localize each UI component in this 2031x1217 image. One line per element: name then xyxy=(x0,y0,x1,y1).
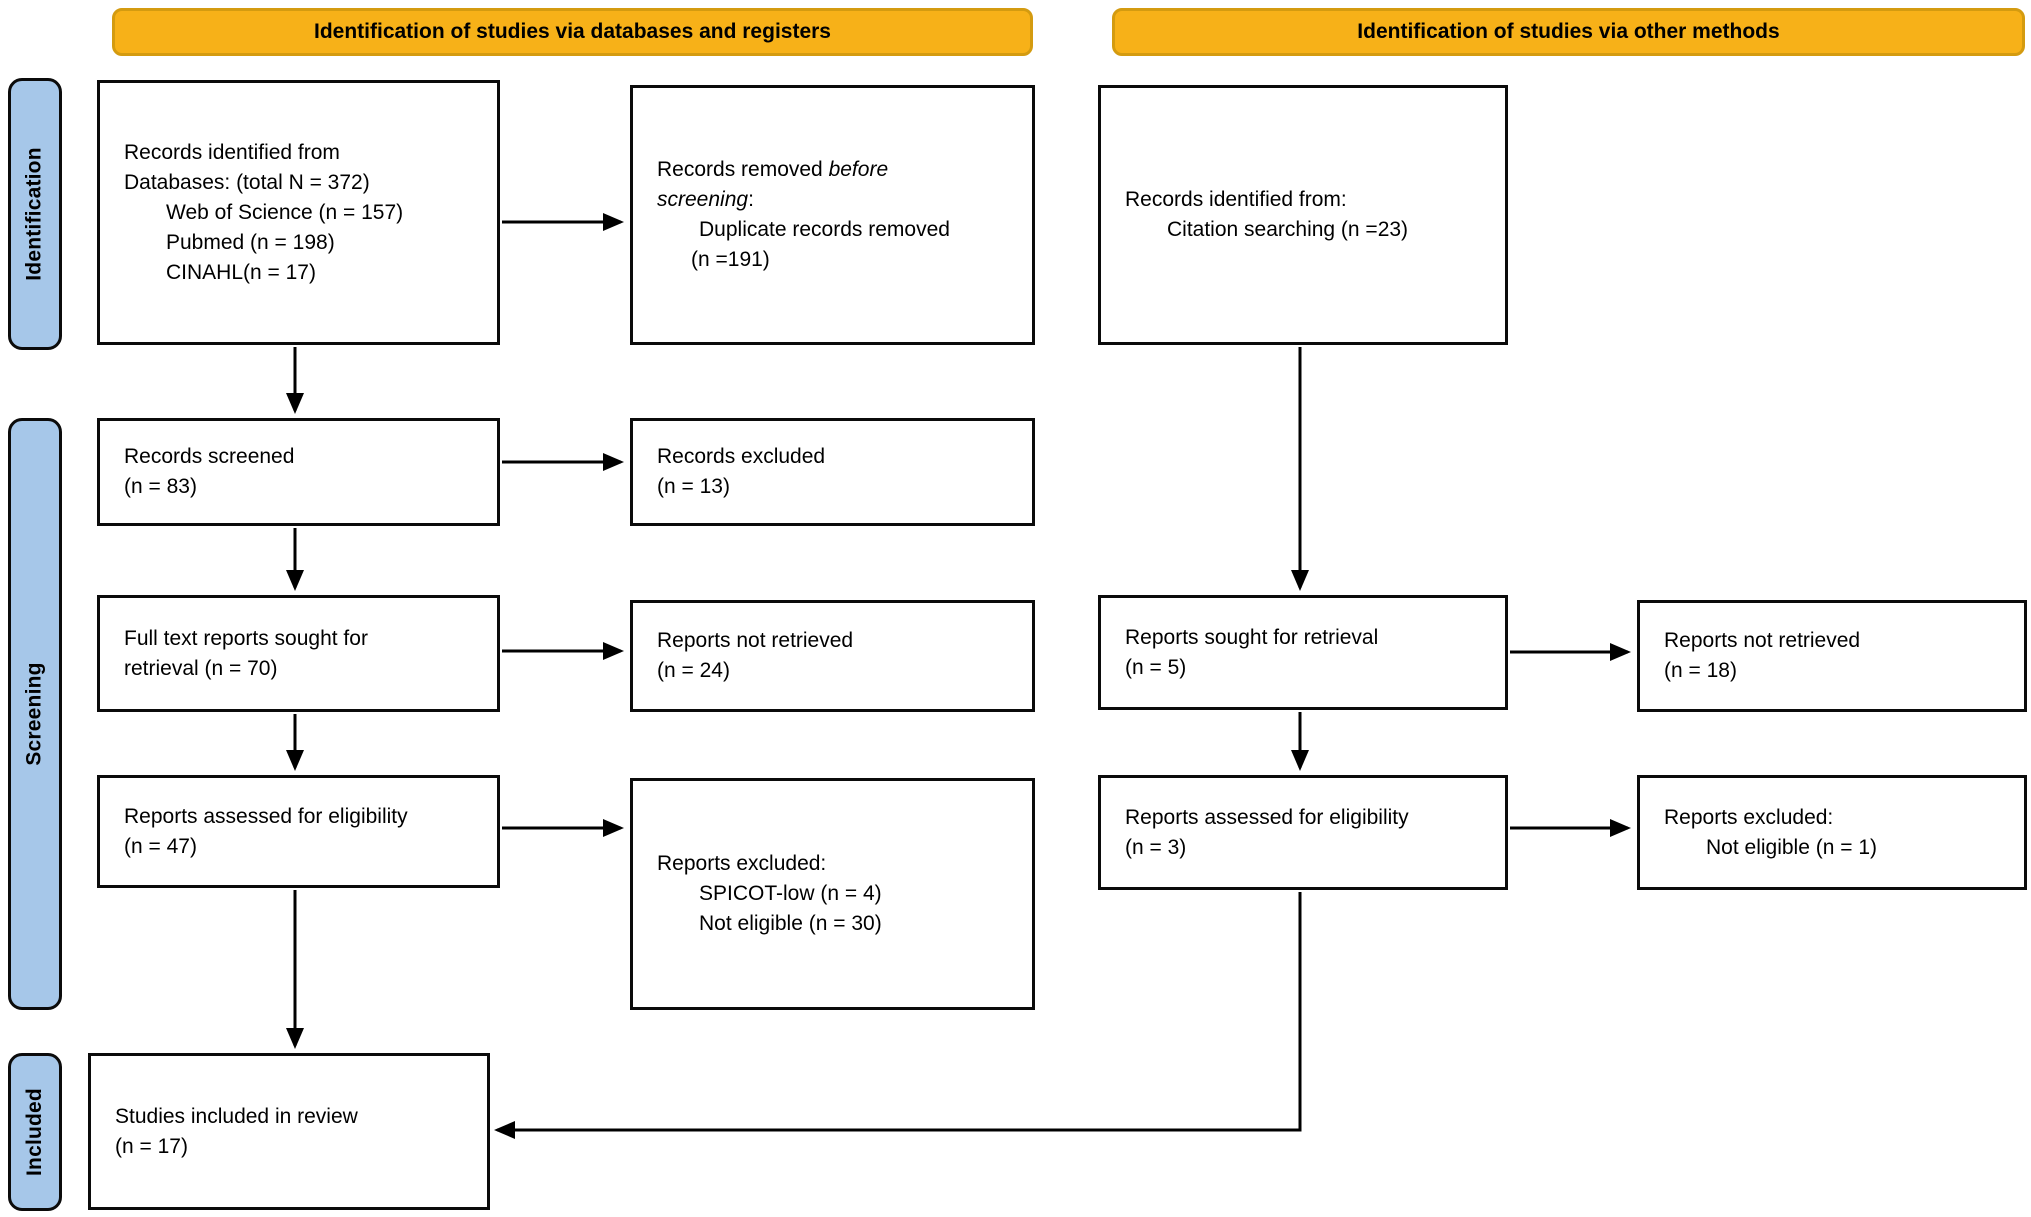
box-reports-not-retrieved-other: Reports not retrieved (n = 18) xyxy=(1637,600,2027,712)
box-line: Records identified from: xyxy=(1125,188,1347,211)
box-line: Full text reports sought for xyxy=(124,626,368,650)
sidebar-identification-label: Identification xyxy=(23,147,46,281)
box-reports-assessed-other: Reports assessed for eligibility (n = 3) xyxy=(1098,775,1508,890)
box-reports-sought-other: Reports sought for retrieval (n = 5) xyxy=(1098,595,1508,710)
box-line: (n = 18) xyxy=(1664,659,1737,682)
box-line: (n = 3) xyxy=(1125,835,1187,859)
box-line: Reports excluded: xyxy=(657,852,827,875)
box-reports-excluded-other: Reports excluded: Not eligible (n = 1) xyxy=(1637,775,2027,890)
box-line: Duplicate records removed xyxy=(699,218,950,241)
box-records-screened: Records screened (n = 83) xyxy=(97,418,500,526)
box-line: Databases: (total N = 372) xyxy=(124,170,370,194)
sidebar-included: Included xyxy=(8,1053,62,1211)
box-line: Records screened xyxy=(124,445,295,468)
header-other-methods-label: Identification of studies via other meth… xyxy=(1357,20,1780,43)
header-other-methods: Identification of studies via other meth… xyxy=(1112,8,2025,56)
box-line: (n =191) xyxy=(691,248,770,271)
box-line: (n = 47) xyxy=(124,834,197,858)
box-fulltext-sought: Full text reports sought for retrieval (… xyxy=(97,595,500,712)
header-databases-registers: Identification of studies via databases … xyxy=(112,8,1033,56)
box-line: retrieval (n = 70) xyxy=(124,656,278,680)
sidebar-screening: Screening xyxy=(8,418,62,1010)
sidebar-screening-label: Screening xyxy=(23,662,46,766)
box-line: Reports not retrieved xyxy=(657,629,854,652)
box-records-identified-databases: Records identified from Databases: (tota… xyxy=(97,80,500,345)
records-removed-text: Records removed xyxy=(657,158,829,181)
sidebar-identification: Identification xyxy=(8,78,62,350)
records-removed-italic: before xyxy=(828,158,889,181)
records-removed-italic: screening xyxy=(657,188,749,211)
box-line: (n = 13) xyxy=(657,475,730,498)
box-line: SPICOT-low (n = 4) xyxy=(699,882,882,905)
box-line: Records removed before xyxy=(657,155,992,185)
box-line: Records excluded xyxy=(657,445,826,468)
box-line: (n = 83) xyxy=(124,475,197,498)
box-line: Citation searching (n =23) xyxy=(1167,218,1409,241)
box-reports-excluded-databases: Reports excluded: SPICOT-low (n = 4) Not… xyxy=(630,778,1035,1010)
header-databases-registers-label: Identification of studies via databases … xyxy=(314,20,831,43)
records-removed-text: : xyxy=(748,188,754,211)
box-records-excluded: Records excluded (n = 13) xyxy=(630,418,1035,526)
box-line: (n = 17) xyxy=(115,1134,188,1158)
box-line: Not eligible (n = 1) xyxy=(1706,835,1878,859)
box-line: screening: xyxy=(657,185,992,215)
box-line: (n = 5) xyxy=(1125,655,1187,679)
box-line: Studies included in review xyxy=(115,1104,358,1128)
box-line: Not eligible (n = 30) xyxy=(699,912,882,935)
box-line: Reports assessed for eligibility xyxy=(1125,805,1409,829)
box-reports-assessed-databases: Reports assessed for eligibility (n = 47… xyxy=(97,775,500,888)
box-records-identified-other: Records identified from: Citation search… xyxy=(1098,85,1508,345)
box-line: Reports excluded: xyxy=(1664,805,1834,829)
box-line: Records identified from xyxy=(124,140,340,164)
box-line: CINAHL(n = 17) xyxy=(166,260,316,284)
box-line: Reports sought for retrieval xyxy=(1125,625,1379,649)
box-reports-not-retrieved-databases: Reports not retrieved (n = 24) xyxy=(630,600,1035,712)
box-line: Reports assessed for eligibility xyxy=(124,804,408,828)
box-line: (n = 24) xyxy=(657,659,730,682)
box-line: Pubmed (n = 198) xyxy=(166,230,335,254)
box-line: Reports not retrieved xyxy=(1664,629,1861,652)
box-records-removed: Records removed before screening: Duplic… xyxy=(630,85,1035,345)
box-line: Web of Science (n = 157) xyxy=(166,200,404,224)
box-studies-included: Studies included in review (n = 17) xyxy=(88,1053,490,1210)
sidebar-included-label: Included xyxy=(23,1088,47,1176)
